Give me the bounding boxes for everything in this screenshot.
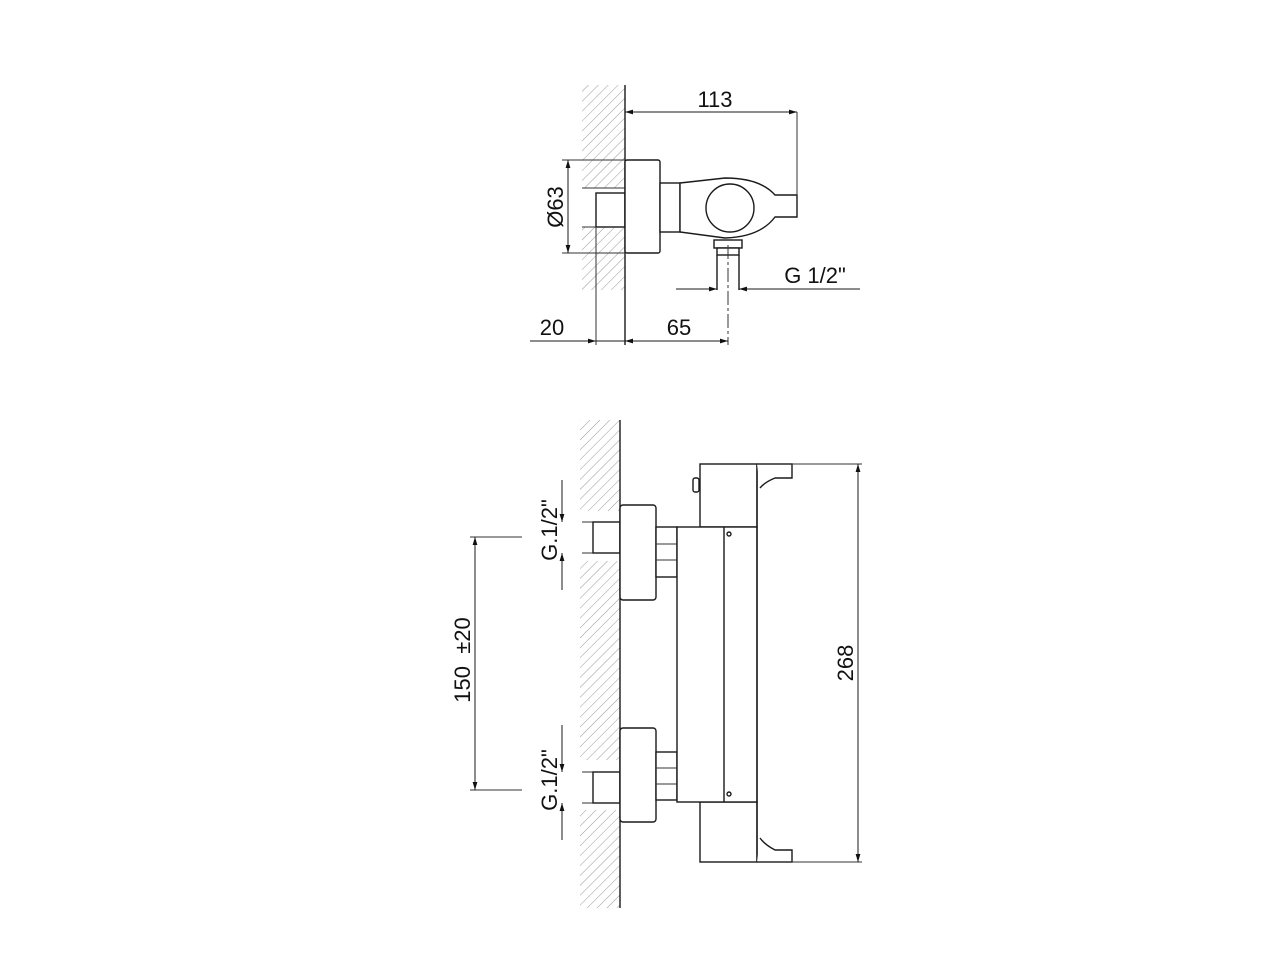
- lever-body: [679, 177, 798, 239]
- front-view: 268 150 ±20 G.1/2" G.1/2": [450, 420, 862, 908]
- neck: [659, 182, 681, 233]
- inlet-top: [582, 504, 678, 601]
- dim-height-label: 268: [833, 645, 858, 682]
- dim-diameter-label: Ø63: [543, 186, 568, 228]
- handle-knob: [705, 183, 755, 233]
- wall-hatch-front: [580, 420, 620, 908]
- top-handle: [757, 463, 793, 489]
- bottom-cap: [699, 801, 758, 863]
- escutcheon: [624, 159, 661, 254]
- dim-thread-label: G 1/2": [784, 263, 846, 288]
- side-view: 113 Ø63 G 1/2" 20 65: [530, 85, 860, 345]
- valve-body: [676, 526, 758, 803]
- dim-recess-label: 20: [540, 315, 564, 340]
- dim-outlet-label: 65: [667, 315, 691, 340]
- dim-spacing-label: 150 ±20: [450, 617, 475, 702]
- dim-inlet-bottom-label: G.1/2": [537, 749, 562, 811]
- dim-inlet-top-label: G.1/2": [537, 499, 562, 561]
- dim-depth-label: 113: [697, 87, 732, 112]
- inlet-bottom: [582, 727, 678, 823]
- bottom-handle: [757, 837, 793, 863]
- top-cap: [699, 463, 758, 528]
